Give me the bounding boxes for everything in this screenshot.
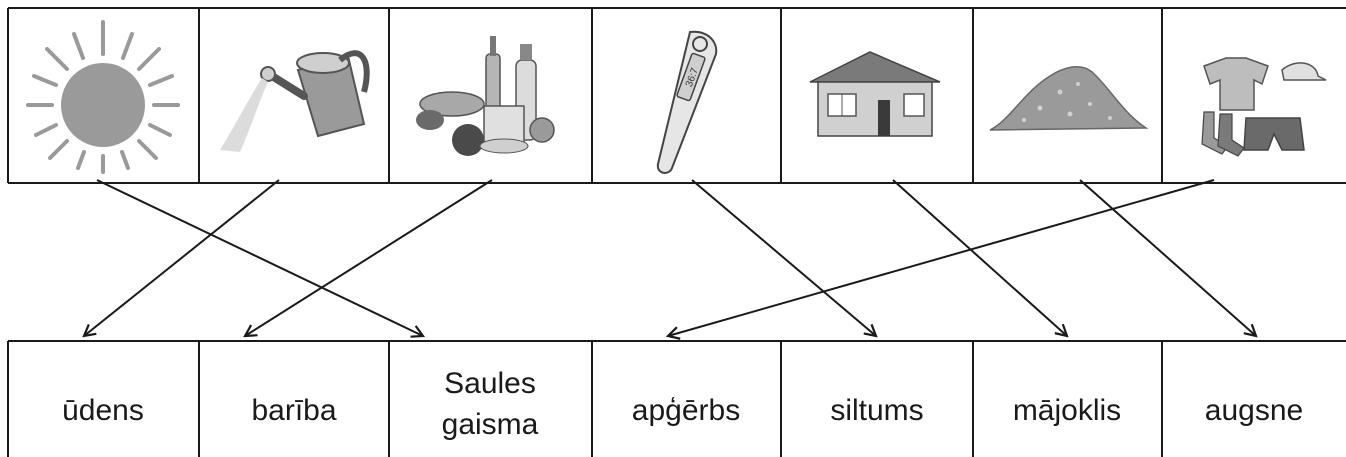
picture-row bbox=[7, 7, 1346, 184]
watering-can-icon bbox=[220, 50, 370, 152]
label-augsne: augsne bbox=[1205, 394, 1303, 427]
arrow-sun-to-saules-gaisma bbox=[96, 179, 423, 336]
arrow-clothes-to-apgerbs bbox=[668, 179, 1215, 336]
label-apgerbs: apģērbs bbox=[632, 394, 740, 427]
label-row bbox=[7, 340, 1346, 457]
label-saules: Saules bbox=[444, 367, 536, 400]
soil-pile-icon bbox=[989, 66, 1149, 131]
arrow-soil-to-augsne bbox=[1079, 179, 1256, 336]
clothes-icon bbox=[1201, 57, 1327, 157]
thermometer-icon: 36:7 bbox=[656, 30, 718, 174]
label-udens: ūdens bbox=[62, 394, 144, 427]
labels: ūdens barība Saules gaisma apģērbs siltu… bbox=[62, 367, 1303, 441]
arrow-thermometer-to-siltums bbox=[691, 179, 876, 336]
sun-icon bbox=[26, 20, 180, 174]
connection-lines bbox=[84, 179, 1256, 336]
food-icon bbox=[416, 36, 555, 156]
arrow-food-to-bariba bbox=[245, 179, 493, 336]
arrow-watering-can-to-udens bbox=[84, 179, 280, 336]
label-bariba: barība bbox=[251, 394, 336, 427]
arrow-house-to-majoklis bbox=[892, 179, 1067, 336]
house-icon bbox=[809, 51, 941, 137]
label-siltums: siltums bbox=[830, 394, 923, 427]
label-majoklis: mājoklis bbox=[1013, 394, 1121, 427]
label-gaisma: gaisma bbox=[442, 408, 539, 441]
